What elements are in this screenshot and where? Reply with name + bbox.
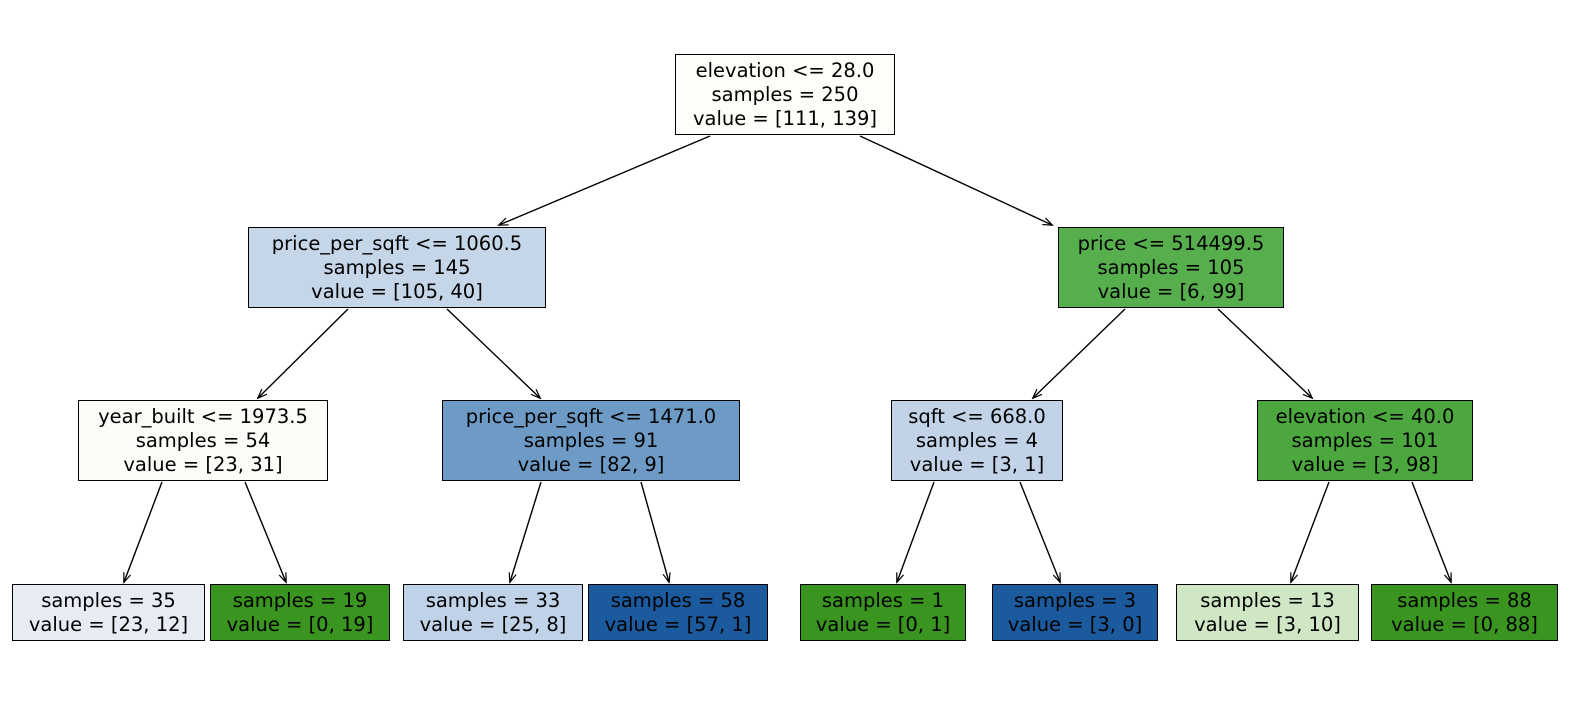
node-samples: samples = 105: [1097, 255, 1245, 279]
tree-edge-false: [446, 308, 540, 398]
tree-edge-false: [244, 481, 286, 582]
node-value: value = [57, 1]: [604, 612, 752, 636]
node-value: value = [105, 40]: [311, 279, 483, 303]
node-value: value = [82, 9]: [517, 452, 665, 476]
tree-edge-true: [510, 481, 542, 582]
tree-edge-false: [859, 135, 1052, 225]
node-value: value = [0, 1]: [815, 612, 951, 636]
node-samples: samples = 33: [425, 588, 561, 612]
node-value: value = [6, 99]: [1097, 279, 1245, 303]
node-samples: samples = 4: [915, 428, 1039, 452]
node-samples: samples = 13: [1200, 588, 1335, 612]
tree-edge-true: [897, 481, 935, 582]
node-value: value = [3, 0]: [1007, 612, 1143, 636]
tree-edge-true: [124, 481, 163, 582]
node-value: value = [23, 31]: [123, 452, 283, 476]
node-samples: samples = 58: [610, 588, 746, 612]
node-samples: samples = 145: [323, 255, 471, 279]
node-samples: samples = 54: [135, 428, 271, 452]
node-samples: samples = 1: [821, 588, 945, 612]
node-condition: sqft <= 668.0: [908, 404, 1046, 428]
tree-edges: [124, 135, 1451, 582]
tree-edge-true: [1291, 481, 1330, 582]
node-value: value = [0, 88]: [1391, 612, 1538, 636]
node-condition: elevation <= 40.0: [1275, 404, 1455, 428]
node-condition: price_per_sqft <= 1471.0: [465, 404, 717, 428]
tree-edge-true: [1033, 308, 1126, 398]
node-samples: samples = 88: [1397, 588, 1532, 612]
node-condition: elevation <= 28.0: [695, 58, 875, 82]
node-value: value = [23, 12]: [28, 612, 189, 636]
tree-edge-false: [1217, 308, 1312, 398]
node-condition: price <= 514499.5: [1077, 231, 1265, 255]
node-value: value = [0, 19]: [226, 612, 374, 636]
node-value: value = [3, 1]: [909, 452, 1045, 476]
tree-edge-false: [640, 481, 669, 582]
node-samples: samples = 19: [232, 588, 368, 612]
node-condition: year_built <= 1973.5: [98, 404, 308, 428]
node-value: value = [25, 8]: [419, 612, 567, 636]
tree-edge-false: [1411, 481, 1451, 582]
tree-edge-true: [499, 135, 711, 225]
node-value: value = [111, 139]: [692, 106, 878, 130]
node-samples: samples = 91: [523, 428, 659, 452]
node-condition: price_per_sqft <= 1060.5: [271, 231, 523, 255]
tree-edge-true: [258, 308, 349, 398]
node-samples: samples = 250: [711, 82, 859, 106]
node-samples: samples = 101: [1291, 428, 1439, 452]
node-samples: samples = 3: [1013, 588, 1137, 612]
tree-edge-false: [1019, 481, 1060, 582]
node-value: value = [3, 98]: [1291, 452, 1439, 476]
node-value: value = [3, 10]: [1194, 612, 1341, 636]
node-samples: samples = 35: [41, 588, 176, 612]
